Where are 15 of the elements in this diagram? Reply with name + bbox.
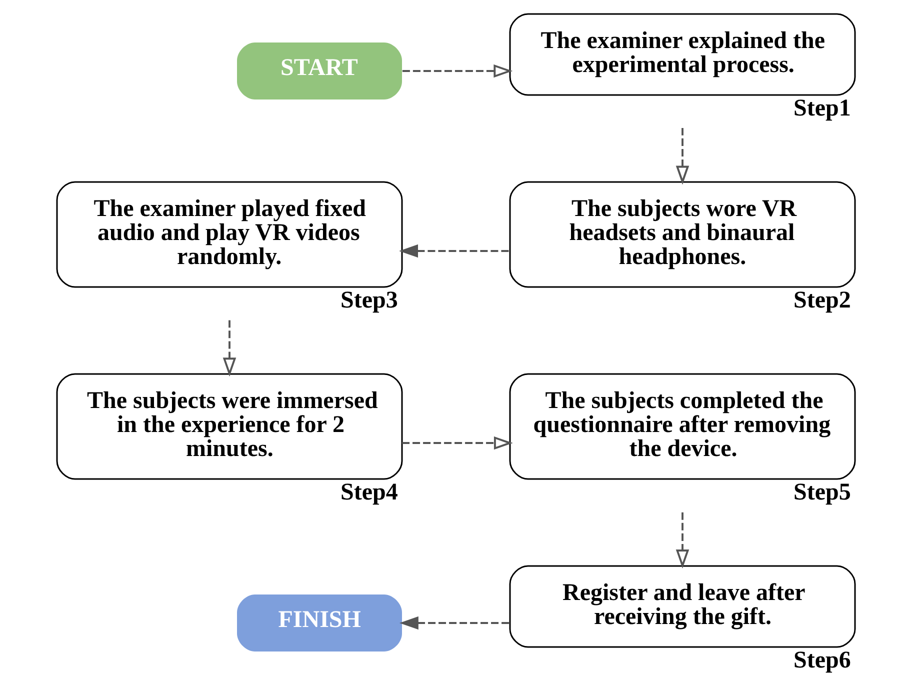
arrow: [402, 64, 512, 78]
node-label: Step1: [793, 96, 850, 122]
arrow: [399, 616, 510, 630]
arrow: [675, 512, 689, 568]
arrow: [675, 128, 689, 185]
node-label: Step3: [340, 288, 398, 314]
node-box: FINISH: [236, 594, 402, 652]
arrow: [402, 436, 512, 450]
node-label: Step2: [793, 288, 850, 314]
node-label: Step5: [793, 480, 850, 506]
node-box: START: [236, 42, 402, 100]
node-label: Step6: [793, 648, 850, 674]
node-label: Step4: [340, 480, 398, 506]
arrow: [222, 320, 236, 377]
arrow: [398, 244, 510, 258]
